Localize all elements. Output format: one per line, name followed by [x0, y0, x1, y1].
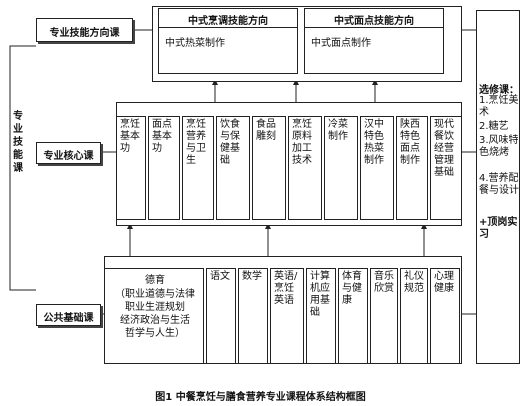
public-course-mental: 心理健康: [430, 268, 460, 364]
direction-box-pastry: 中式面点技能方向 中式面点制作: [304, 8, 444, 74]
core-course-label: 专业核心课: [36, 142, 101, 164]
core-course-5: 食品雕刻: [252, 116, 286, 220]
electives-panel: 选修课： 1.烹饪美术 2.糖艺 3.风味特色烧烤 4.营养配餐与设计 +顶岗实…: [476, 10, 520, 364]
core-course-1: 烹饪基本功: [116, 116, 146, 220]
public-course-moral: 德育 （职业道德与法律 职业生涯规划 经济政治与生活 哲学与人生）: [104, 268, 204, 364]
core-course-3: 烹饪营养与卫生: [182, 116, 214, 220]
direction-item-pastry: 中式面点制作: [311, 38, 371, 49]
skills-course-label: 专业技能课: [13, 111, 23, 174]
public-course-chinese: 语文: [206, 268, 236, 364]
public-course-computer: 计算机应用基础: [306, 268, 336, 364]
core-course-6: 烹饪原料加工技术: [288, 116, 322, 220]
public-course-music: 音乐欣赏: [370, 268, 398, 364]
figure-caption: 图1 中餐烹饪与膳食营养专业课程体系结构框图: [155, 392, 366, 403]
core-course-9: 陕西特色面点制作: [396, 116, 428, 220]
public-course-pe: 体育与健康: [338, 268, 368, 364]
public-course-math: 数学: [238, 268, 268, 364]
direction-course-label: 专业技能方向课: [36, 18, 133, 42]
core-course-4: 饮食与保健基础: [216, 116, 250, 220]
public-course-label: 公共基础课: [36, 304, 101, 326]
public-course-etiquette: 礼仪规范: [400, 268, 428, 364]
direction-item-hot-dishes: 中式热菜制作: [165, 38, 225, 49]
core-course-8: 汉中特色热菜制作: [360, 116, 394, 220]
core-course-7: 冷菜制作: [324, 116, 358, 220]
core-course-10: 现代餐饮经营管理基础: [430, 116, 462, 220]
core-course-2: 面点基本功: [148, 116, 180, 220]
direction-box-cooking: 中式烹调技能方向 中式热菜制作: [158, 8, 298, 74]
public-course-english: 英语/烹饪英语: [270, 268, 304, 364]
